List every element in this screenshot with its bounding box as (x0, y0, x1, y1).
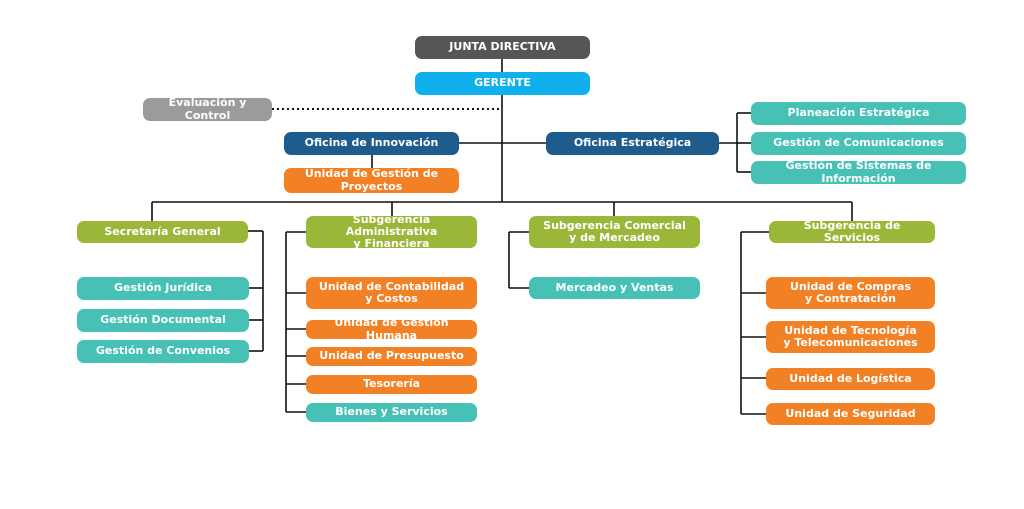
manager-box: GERENTE (415, 72, 590, 95)
strategic-office-box: Oficina Estratégica (546, 132, 719, 155)
treasury-box: Tesorería (306, 375, 477, 394)
goods-services-box: Bienes y Servicios (306, 403, 477, 422)
document-management-box: Gestión Documental (77, 309, 249, 332)
board-box: JUNTA DIRECTIVA (415, 36, 590, 59)
legal-management-box: Gestión Jurídica (77, 277, 249, 300)
security-unit-box: Unidad de Seguridad (766, 403, 935, 425)
budget-unit-box: Unidad de Presupuesto (306, 347, 477, 366)
project-management-unit-box: Unidad de Gestión de Proyectos (284, 168, 459, 193)
marketing-sales-box: Mercadeo y Ventas (529, 277, 700, 299)
communications-box: Gestión de Comunicaciones (751, 132, 966, 155)
human-management-unit-box: Unidad de Gestión Humana (306, 317, 477, 341)
information-systems-box: Gestión de Sistemas de Información (751, 160, 966, 184)
accounting-unit-box: Unidad de Contabilidad y Costos (306, 277, 477, 309)
secretaria-general-box: Secretaría General (77, 221, 248, 243)
administrativa-box: Subgerencia Administrativa y Financiera (306, 213, 477, 250)
evaluation-box: Evaluación y Control (143, 97, 272, 121)
servicios-box: Subgerencia de Servicios (769, 219, 935, 244)
logistics-unit-box: Unidad de Logística (766, 368, 935, 390)
strategic-planning-box: Planeación Estratégica (751, 102, 966, 125)
technology-unit-box: Unidad de Tecnología y Telecomunicacione… (766, 321, 935, 353)
innovation-office-box: Oficina de Innovación (284, 132, 459, 155)
agreements-management-box: Gestión de Convenios (77, 340, 249, 363)
procurement-unit-box: Unidad de Compras y Contratación (766, 277, 935, 309)
comercial-box: Subgerencia Comercial y de Mercadeo (529, 216, 700, 248)
